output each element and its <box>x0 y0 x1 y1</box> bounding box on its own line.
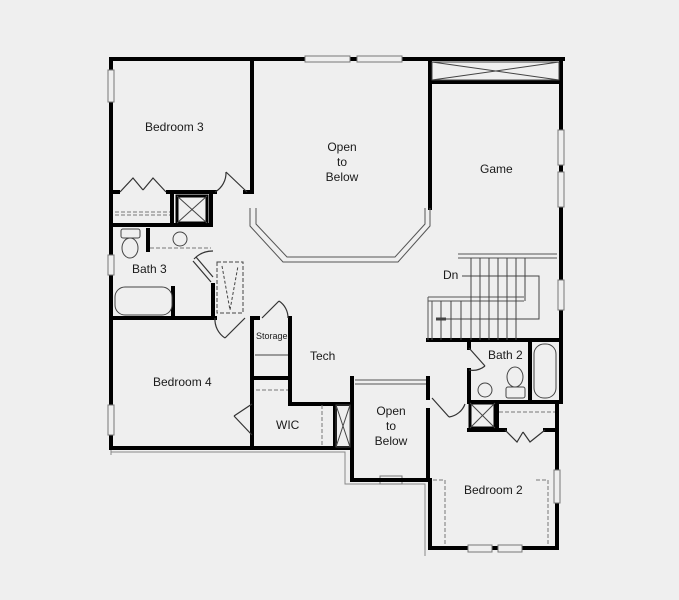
room-label-bedroom-2: Bedroom 2 <box>464 483 523 497</box>
room-label-wic: WIC <box>276 418 300 432</box>
door-swings <box>119 171 546 443</box>
chase-boxes <box>175 61 560 448</box>
room-label-storage: Storage <box>256 331 288 341</box>
room-label-tech: Tech <box>310 349 336 363</box>
stairs-down-label: Dn <box>443 268 459 282</box>
label-line-2: to <box>385 419 396 433</box>
fixtures <box>114 228 557 399</box>
label-line-2: to <box>336 155 347 169</box>
label-line-1: Open <box>376 404 406 418</box>
interior-walls <box>109 57 563 482</box>
stair-treads <box>436 258 540 340</box>
room-label-bath-3: Bath 3 <box>132 262 167 276</box>
label-line-1: Open <box>327 140 357 154</box>
label-line-3: Below <box>325 170 359 184</box>
exterior-offset-lines <box>110 448 426 556</box>
room-label-bedroom-4: Bedroom 4 <box>153 375 212 389</box>
room-label-open-to-below-top: Open to Below <box>320 140 364 185</box>
room-label-game: Game <box>480 162 513 176</box>
room-label-bath-2: Bath 2 <box>488 348 523 362</box>
windows <box>107 55 565 553</box>
room-label-bedroom-3: Bedroom 3 <box>145 120 204 134</box>
shelves <box>115 211 555 545</box>
room-label-open-to-below-bottom: Open to Below <box>369 404 413 449</box>
label-line-3: Below <box>374 434 408 448</box>
